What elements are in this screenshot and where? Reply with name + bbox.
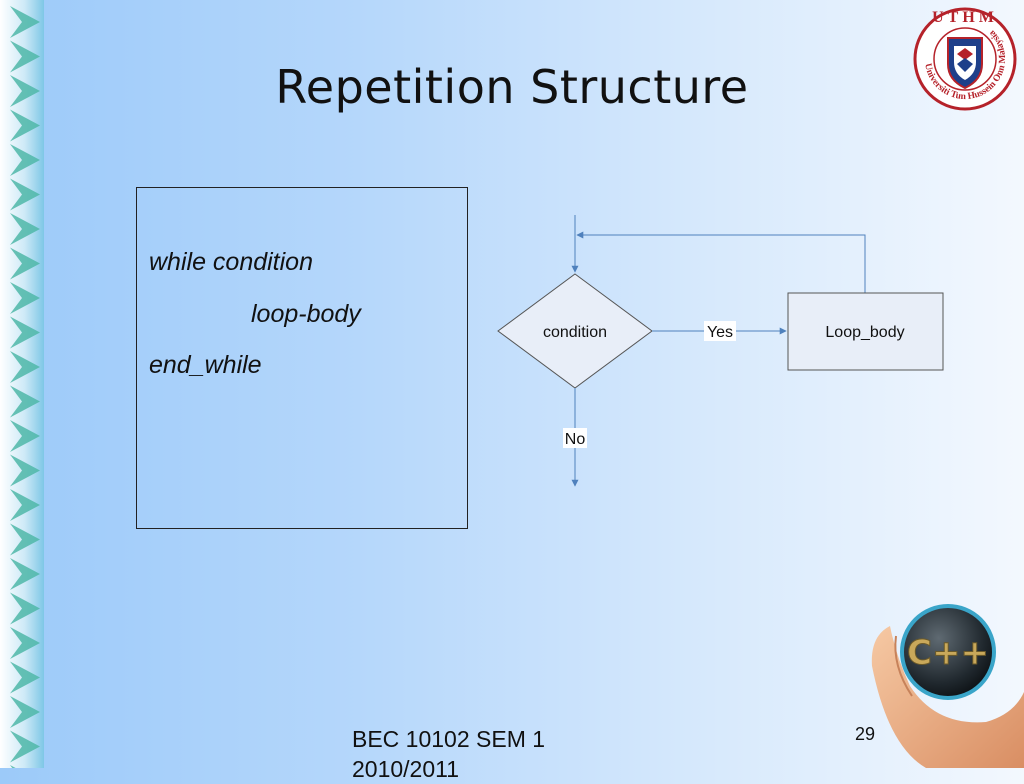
- left-arrow-strip: [0, 0, 44, 768]
- no-label-bg: [563, 428, 587, 448]
- cpp-label: C++: [907, 633, 989, 673]
- cpp-orb: [900, 604, 996, 700]
- page-number: 29: [855, 724, 876, 744]
- strip-chevron-icon: [10, 6, 40, 38]
- strip-chevron-icon: [10, 109, 40, 142]
- uthm-letters: UTHM: [932, 9, 998, 26]
- strip-chevron-icon: [10, 282, 40, 314]
- strip-chevron-icon: [10, 627, 40, 659]
- code-line-loop-body: loop-body: [251, 300, 361, 328]
- strip-chevron-icon: [10, 316, 40, 349]
- cpp-badge: C++: [871, 604, 1024, 768]
- footer-course-info: BEC 10102 SEM 1 2010/2011: [352, 726, 546, 782]
- strip-chevron-icon: [10, 420, 40, 452]
- strip-chevron-icon: [10, 661, 40, 694]
- strip-chevron-icon: [10, 351, 40, 383]
- pseudocode-box: while condition loop-body end_while: [136, 187, 468, 529]
- while-flowchart: condition Yes Loop_body No: [497, 215, 944, 487]
- decision-label: condition: [543, 324, 607, 341]
- strip-chevron-icon: [10, 592, 40, 625]
- yes-label-bg: [704, 321, 736, 341]
- strip-chevron-icon: [10, 385, 40, 418]
- loop-body-label: Loop_body: [825, 324, 904, 341]
- strip-chevron-icon: [10, 730, 40, 763]
- slide-title: Repetition Structure: [275, 60, 749, 114]
- uthm-logo: UTHM Universiti Tun Hussein Onn Malaysia: [913, 7, 1017, 111]
- strip-chevron-icon: [10, 454, 40, 487]
- strip-chevron-icon: [10, 213, 40, 245]
- code-line-end-while: end_while: [149, 351, 262, 379]
- strip-chevron-icon: [10, 178, 40, 211]
- flow-feedback-line: [576, 231, 866, 293]
- hands-image: [871, 626, 1024, 768]
- strip-chevron-icon: [10, 523, 40, 556]
- strip-chevron-icon: [10, 247, 40, 280]
- strip-chevron-icon: [10, 489, 40, 521]
- strip-chevron-icon: [10, 765, 16, 768]
- no-label: No: [565, 431, 586, 448]
- yes-label: Yes: [707, 324, 733, 341]
- strip-chevron-icon: [10, 696, 40, 728]
- strip-chevron-icon: [10, 144, 40, 176]
- strip-chevron-icon: [10, 40, 40, 73]
- strip-chevron-icon: [10, 558, 40, 590]
- code-line-while: while condition: [149, 248, 313, 276]
- loop-body-box: [787, 292, 944, 371]
- strip-chevron-icon: [10, 75, 40, 107]
